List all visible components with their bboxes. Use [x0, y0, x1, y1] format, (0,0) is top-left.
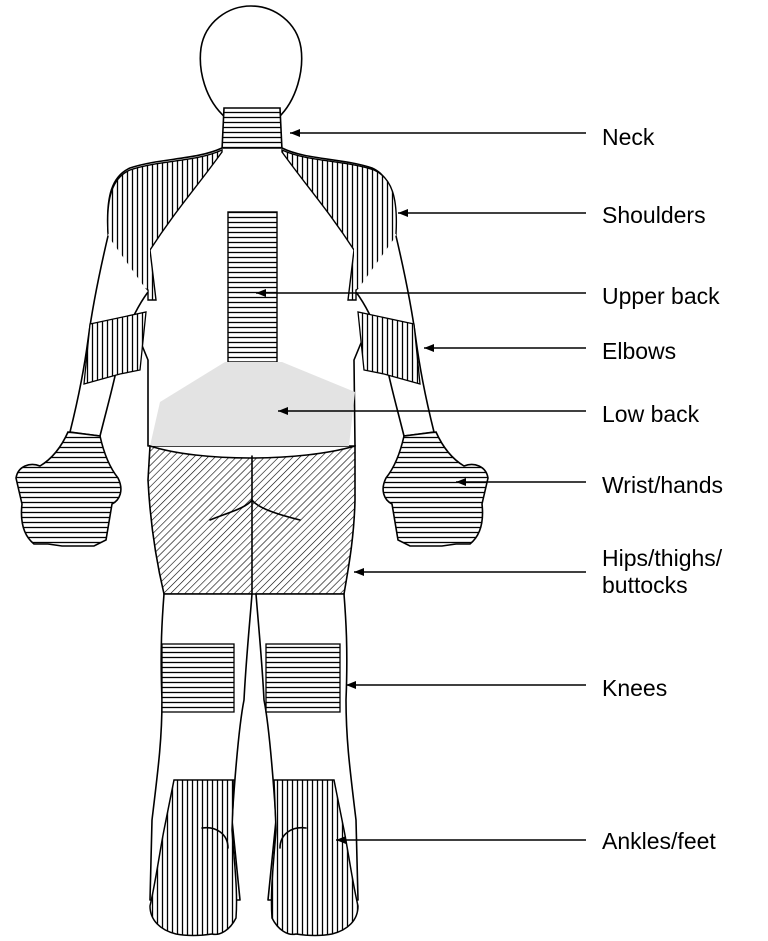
ankles-feet-region — [150, 780, 358, 936]
label-shoulders: Shoulders — [602, 202, 706, 229]
label-ankles-feet: Ankles/feet — [602, 828, 716, 855]
label-elbows: Elbows — [602, 338, 676, 365]
hips-thighs-buttocks-region — [148, 446, 355, 594]
label-neck: Neck — [602, 124, 654, 151]
upper-back-region — [228, 212, 277, 362]
head — [200, 6, 301, 118]
label-wrist-hands: Wrist/hands — [602, 472, 723, 499]
label-knees: Knees — [602, 675, 667, 702]
knees-region — [162, 644, 340, 712]
label-hips-thighs-buttocks: Hips/thighs/ buttocks — [602, 545, 722, 599]
label-upper-back: Upper back — [602, 283, 720, 310]
label-low-back: Low back — [602, 401, 699, 428]
